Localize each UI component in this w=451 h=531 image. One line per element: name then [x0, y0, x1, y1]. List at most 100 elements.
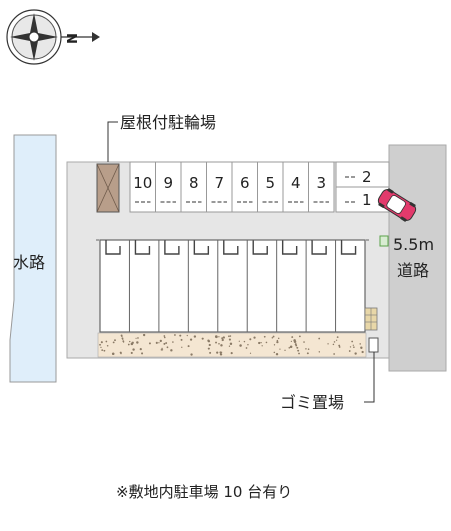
gravel-dot — [218, 336, 220, 338]
gravel-dot — [187, 345, 190, 348]
gravel-dot — [228, 338, 231, 341]
gravel-dot — [261, 345, 263, 347]
gravel-dot — [249, 352, 252, 354]
garbage-leader-line — [364, 352, 375, 403]
gravel-dot — [101, 349, 104, 352]
gravel-dot — [306, 352, 309, 355]
gravel-dot — [243, 340, 246, 343]
gravel-dot — [297, 349, 300, 352]
gravel-dot — [218, 343, 220, 345]
gravel-dot — [120, 352, 122, 355]
gravel-dot — [174, 334, 176, 336]
parking-space-label: 9 — [163, 174, 173, 192]
gravel-dot — [298, 335, 301, 338]
side-space-2: 2 — [362, 168, 372, 186]
gravel-dot — [230, 352, 233, 355]
gravel-dot — [273, 344, 276, 346]
gravel-dot — [291, 336, 294, 338]
gravel-dot — [209, 351, 212, 354]
gravel-dot — [327, 343, 329, 345]
garbage-box — [368, 337, 379, 353]
compass-icon — [6, 9, 100, 65]
parking-space-6: 6 — [231, 161, 258, 213]
gravel-dot — [258, 341, 261, 345]
gravel-dot — [122, 338, 124, 340]
gravel-dot — [121, 335, 123, 338]
gravel-dot — [353, 346, 355, 349]
gravel-dot — [207, 340, 211, 343]
road-area — [388, 144, 447, 372]
gravel-dot — [132, 348, 135, 351]
parking-space-label: 6 — [240, 174, 250, 192]
gravel-dot — [105, 340, 108, 343]
parking-space-label: 3 — [316, 174, 326, 192]
gravel-dot — [179, 334, 182, 337]
parking-space-4: 4 — [282, 161, 309, 213]
gravel-dot — [130, 351, 133, 355]
waterway-label: 水路 — [13, 253, 45, 272]
gravel-dot — [127, 343, 130, 346]
parking-space-7: 7 — [206, 161, 233, 213]
gravel-dot — [220, 351, 223, 353]
gravel-dot — [142, 333, 146, 337]
gravel-dot — [111, 352, 115, 356]
unit-entrance — [193, 240, 210, 255]
gravel-dot — [230, 342, 233, 345]
gravel-dot — [100, 346, 102, 349]
gravel-dot — [238, 340, 240, 342]
gravel-dot — [214, 335, 218, 338]
gravel-dot — [131, 341, 134, 344]
gravel-dot — [271, 336, 274, 339]
gravel-dot — [219, 351, 222, 354]
gravel-dot — [215, 341, 218, 344]
gravel-dot — [228, 335, 230, 338]
parking-space-3: 3 — [308, 161, 335, 213]
gravel-dot — [155, 341, 158, 344]
gravel-dot — [193, 335, 197, 338]
side-space-1: 1 — [362, 191, 372, 209]
compass-north-label: N — [63, 33, 78, 44]
gravel-dot — [272, 335, 275, 338]
gravel-dot — [189, 338, 193, 341]
gravel-dot — [305, 348, 307, 350]
gravel-dot — [163, 342, 166, 345]
gravel-dot — [338, 344, 341, 347]
gravel-dot — [359, 343, 361, 345]
gravel-dot — [103, 349, 106, 352]
garbage-label: ゴミ置場 — [280, 393, 344, 412]
unit-entrance — [281, 240, 298, 255]
gravel-dot — [172, 341, 174, 343]
gravel-dot — [139, 348, 142, 351]
gravel-dot — [307, 348, 310, 350]
gravel-dot — [338, 346, 341, 348]
gravel-dot — [298, 352, 300, 355]
gravel-dot — [289, 345, 293, 349]
parking-space-label: 10 — [133, 174, 152, 192]
parking-space-label: 5 — [265, 174, 275, 192]
gravel-dot — [354, 352, 357, 355]
bicycle-parking-area — [96, 163, 120, 213]
gravel-dot — [100, 341, 103, 344]
gravel-dot — [318, 351, 321, 353]
gravel-dot — [112, 341, 115, 344]
parking-space-label: 8 — [189, 174, 199, 192]
unit-entrance — [340, 240, 357, 255]
gravel-dot — [180, 338, 183, 341]
gravel-dot — [295, 344, 298, 347]
gravel-dot — [163, 335, 166, 337]
meter-box — [364, 307, 378, 331]
gravel-dot — [181, 346, 183, 348]
gravel-dot — [136, 341, 139, 344]
apartment-building — [96, 239, 369, 333]
road-label: 道路 — [397, 261, 429, 280]
gravel-dot — [137, 337, 139, 339]
gravel-dot — [141, 352, 144, 355]
gravel-dot — [276, 339, 279, 342]
gravel-dot — [190, 353, 193, 356]
gravel-dot — [220, 344, 223, 347]
parking-space-9: 9 — [155, 161, 182, 213]
gravel-dot — [263, 335, 266, 338]
gravel-dot — [165, 342, 168, 344]
